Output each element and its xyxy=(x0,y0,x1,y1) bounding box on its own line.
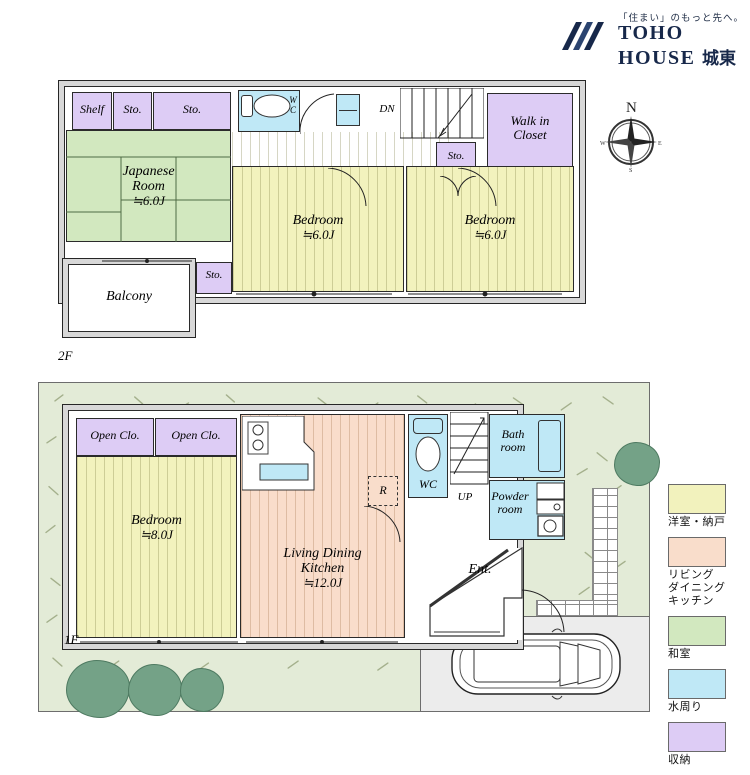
ldk-door-icon xyxy=(363,506,401,543)
legend-item: 水周り xyxy=(668,668,750,714)
room-walk-in-closet xyxy=(487,93,573,176)
wc-1f-basin-icon xyxy=(413,418,443,434)
bush-icon xyxy=(66,660,130,718)
room-ldk xyxy=(240,414,405,638)
vanity-washer-icon xyxy=(536,482,565,537)
room-shelf-label: Shelf xyxy=(80,102,104,116)
washbasin-line xyxy=(339,110,357,111)
room-ldk-label: Living Dining Kitchen ≒12.0J xyxy=(283,546,362,591)
bedroom-2f-a-door-icon xyxy=(327,168,367,207)
1f-ldk-window-icon xyxy=(246,640,398,644)
room-bedroom-1f-label: Bedroom ≒8.0J xyxy=(131,513,182,543)
room-open-closet-b xyxy=(155,418,237,456)
legend: 洋室・納戸 リビング ダイニング キッチン 和室 水周り 収納 xyxy=(668,484,750,775)
room-refrigerator xyxy=(368,476,398,506)
floor-tag-1f: 1F xyxy=(64,632,79,647)
legend-item: 和室 xyxy=(668,615,750,661)
bathtub-icon xyxy=(538,420,561,472)
wc-1f-toilet-icon xyxy=(415,436,441,472)
room-japanese-label: Japanese Room ≒6.0J xyxy=(122,164,175,209)
legend-swatch-washitsu xyxy=(668,615,726,646)
room-storage-c-label: Sto. xyxy=(447,150,465,162)
brand-line2-jp: 城東 xyxy=(702,49,737,69)
bush-icon xyxy=(128,664,182,716)
room-bedroom-2f-a-label: Bedroom ≒6.0J xyxy=(292,213,344,243)
room-open-closet-a xyxy=(76,418,154,456)
entrance-door-icon xyxy=(521,589,565,633)
room-refrigerator-label: R xyxy=(379,483,387,497)
brand-line2-text: HOUSE xyxy=(618,47,696,69)
compass-rose-icon: N W E S xyxy=(596,96,666,174)
bedroom-2f-b-door-icon xyxy=(457,168,497,207)
toho-chevrons-icon xyxy=(560,20,606,54)
legend-swatch-western-room xyxy=(668,484,726,514)
legend-label-ldk: リビング ダイニング キッチン xyxy=(668,567,726,607)
room-wc-1f-label: WC xyxy=(419,477,437,491)
room-storage-d-label: Sto. xyxy=(205,269,223,281)
stairs-down-label: DN xyxy=(379,103,395,115)
svg-text:S: S xyxy=(629,168,632,174)
room-balcony xyxy=(68,264,190,332)
hall-door-arc-icon xyxy=(300,93,335,134)
room-balcony-label: Balcony xyxy=(106,289,152,304)
room-japanese xyxy=(66,130,231,242)
room-bedroom-2f-b-label: Bedroom ≒6.0J xyxy=(464,213,516,243)
tatami-grid-icon xyxy=(66,156,231,242)
brand-tagline: 「住まい」のもっと先へ。 xyxy=(618,13,745,24)
paved-approach xyxy=(592,488,618,618)
brand-logo: 「住まい」のもっと先へ。 TOHO HOUSE 城東 xyxy=(560,8,746,69)
legend-item: 洋室・納戸 xyxy=(668,484,750,529)
legend-swatch-storage xyxy=(668,721,726,752)
toilet-bowl-icon xyxy=(253,94,291,118)
legend-label-storage: 収納 xyxy=(668,752,691,766)
legend-label-water: 水周り xyxy=(668,699,703,713)
svg-text:N: N xyxy=(626,100,637,116)
room-entrance-label: Ent. xyxy=(468,562,492,577)
svg-text:W: W xyxy=(600,141,606,147)
entrance-outline-icon xyxy=(429,546,523,637)
legend-swatch-water xyxy=(668,668,726,699)
legend-label-western-room: 洋室・納戸 xyxy=(668,515,726,528)
stairs-down-icon xyxy=(400,88,484,139)
legend-item: リビング ダイニング キッチン xyxy=(668,536,750,608)
room-storage-b xyxy=(153,92,231,130)
brand-line1: TOHO xyxy=(618,22,684,44)
legend-label-washitsu: 和室 xyxy=(668,646,691,660)
room-shelf xyxy=(72,92,112,130)
2f-window-marks-icon xyxy=(236,291,562,297)
floor-tag-2f: 2F xyxy=(58,348,73,363)
legend-swatch-ldk xyxy=(668,536,726,567)
room-open-closet-b-label: Open Clo. xyxy=(171,428,221,442)
room-storage-d xyxy=(196,262,232,294)
room-storage-b-label: Sto. xyxy=(182,102,202,116)
stairs-up-label: UP xyxy=(457,491,473,503)
bush-icon xyxy=(180,668,224,712)
room-storage-a xyxy=(113,92,152,130)
bush-icon xyxy=(614,442,660,486)
storage-c-door-icon xyxy=(439,176,477,197)
1f-bedroom-window-icon xyxy=(80,640,238,644)
room-storage-a-label: Sto. xyxy=(123,102,142,116)
room-bedroom-1f xyxy=(76,456,237,638)
brand-line2: HOUSE 城東 xyxy=(618,44,736,70)
room-bedroom-2f-a xyxy=(232,166,404,292)
kitchen-counter-icon xyxy=(242,416,315,491)
svg-text:E: E xyxy=(658,141,662,147)
legend-item: 収納 xyxy=(668,721,750,767)
floor-plan-1f: Open Clo. Open Clo. Bedroom ≒8.0J Living… xyxy=(38,382,660,718)
stairs-up-icon xyxy=(450,412,489,485)
balcony-window-icon xyxy=(102,259,192,263)
toilet-tank-icon xyxy=(241,95,253,117)
room-open-closet-a-label: Open Clo. xyxy=(90,428,140,442)
